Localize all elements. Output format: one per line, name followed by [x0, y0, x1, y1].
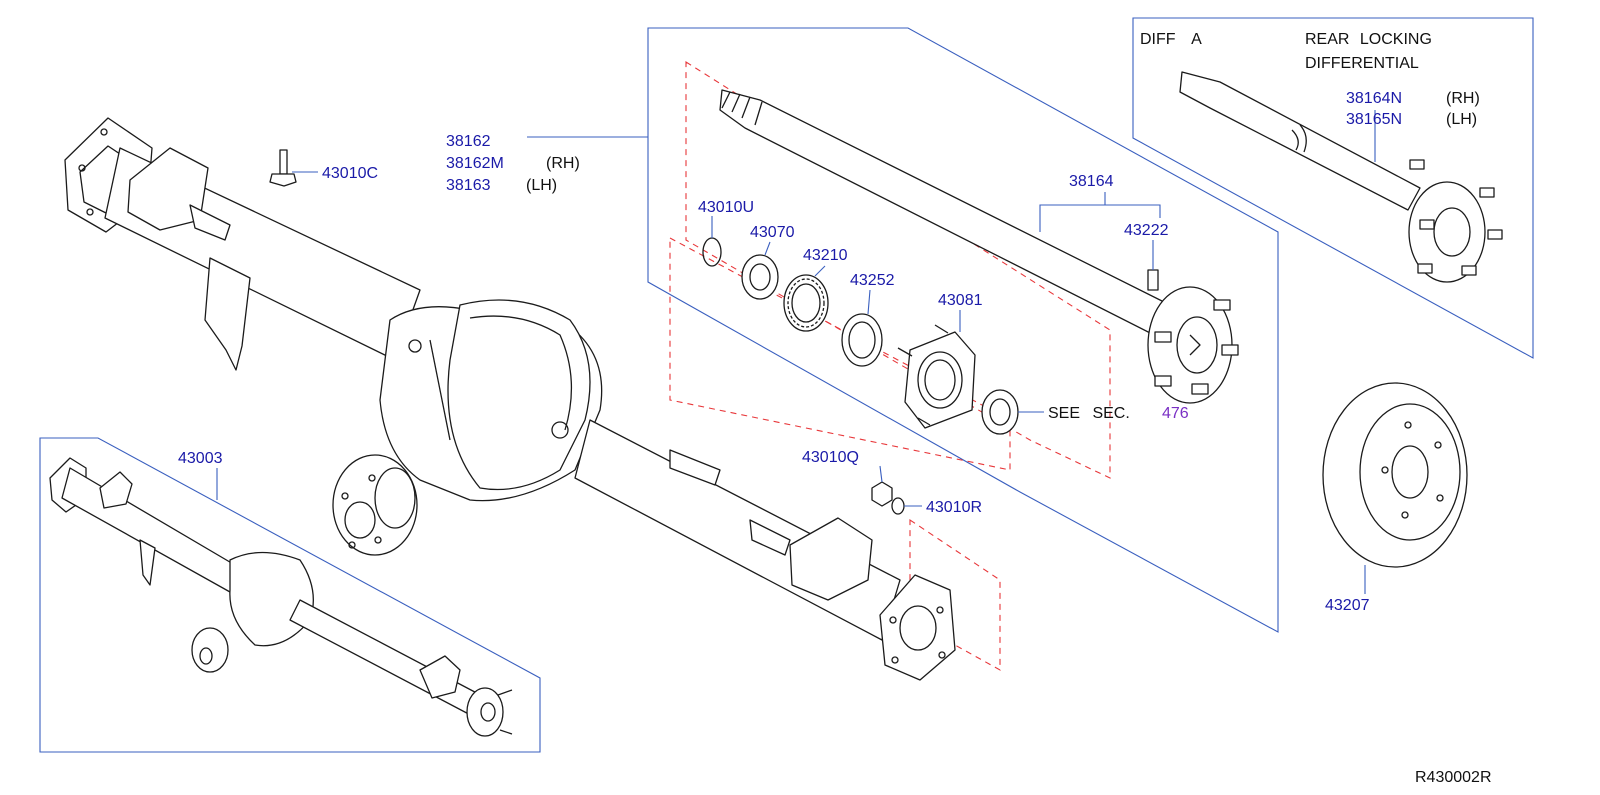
- axle-shaft: [719, 89, 1239, 404]
- brake-rotor-43207: [1322, 382, 1468, 568]
- axle-assembly-43003-box: [39, 437, 541, 753]
- ring-43252: [841, 313, 883, 367]
- callout-38164: 38164: [1069, 173, 1114, 190]
- diff-a-desc-line1: REAR LOCKING: [1305, 31, 1432, 48]
- callout-43010q: 43010Q: [802, 449, 859, 466]
- callout-38163: 38163: [446, 177, 491, 194]
- callout-38165n-lh: (LH): [1446, 111, 1477, 128]
- callout-43003: 43003: [178, 450, 223, 467]
- callout-38164n-rh: (RH): [1446, 90, 1480, 107]
- callout-43081: 43081: [938, 292, 983, 309]
- callout-43010u: 43010U: [698, 199, 754, 216]
- axle-assembly-small: [49, 457, 513, 737]
- bolt-43010c: [269, 149, 297, 187]
- callout-38162m-rh: (RH): [546, 155, 580, 172]
- abs-sensor-ring: [981, 389, 1019, 435]
- axle-shaft-group-box: [647, 27, 1279, 633]
- diff-a-title: DIFF A: [1140, 31, 1202, 48]
- callout-43010c: 43010C: [322, 165, 378, 182]
- bearing-dashed-group: [669, 237, 1011, 471]
- callout-38162: 38162: [446, 133, 491, 150]
- nut-43010q: [871, 481, 893, 507]
- section-ref-476[interactable]: 476: [1162, 405, 1189, 422]
- diff-a-variant-box: [1132, 17, 1534, 359]
- bearing-retainer-43081: [897, 324, 976, 429]
- bearing-43210: [783, 274, 829, 332]
- callout-43070: 43070: [750, 224, 795, 241]
- callout-38163-lh: (LH): [526, 177, 557, 194]
- callout-43010r: 43010R: [926, 499, 982, 516]
- callout-43252: 43252: [850, 272, 895, 289]
- callout-38162m: 38162M: [446, 155, 504, 172]
- callout-38165n: 38165N: [1346, 111, 1402, 128]
- callout-43222: 43222: [1124, 222, 1169, 239]
- shaft-dashed-group: [685, 61, 1111, 479]
- callout-38164n: 38164N: [1346, 90, 1402, 107]
- leader-lines: [216, 110, 1376, 594]
- see-section-text: SEE SEC.: [1048, 405, 1130, 422]
- callout-43207: 43207: [1325, 597, 1370, 614]
- axle-housing-main: [64, 117, 956, 681]
- callout-43210: 43210: [803, 247, 848, 264]
- seal-43070: [741, 254, 779, 300]
- washer-43010r: [891, 497, 905, 515]
- wheel-stud-43222: [1147, 269, 1159, 291]
- diff-a-axle-shaft: [1179, 71, 1503, 283]
- diff-a-desc-line2: DIFFERENTIAL: [1305, 55, 1419, 72]
- drawing-id: R430002R: [1415, 769, 1492, 786]
